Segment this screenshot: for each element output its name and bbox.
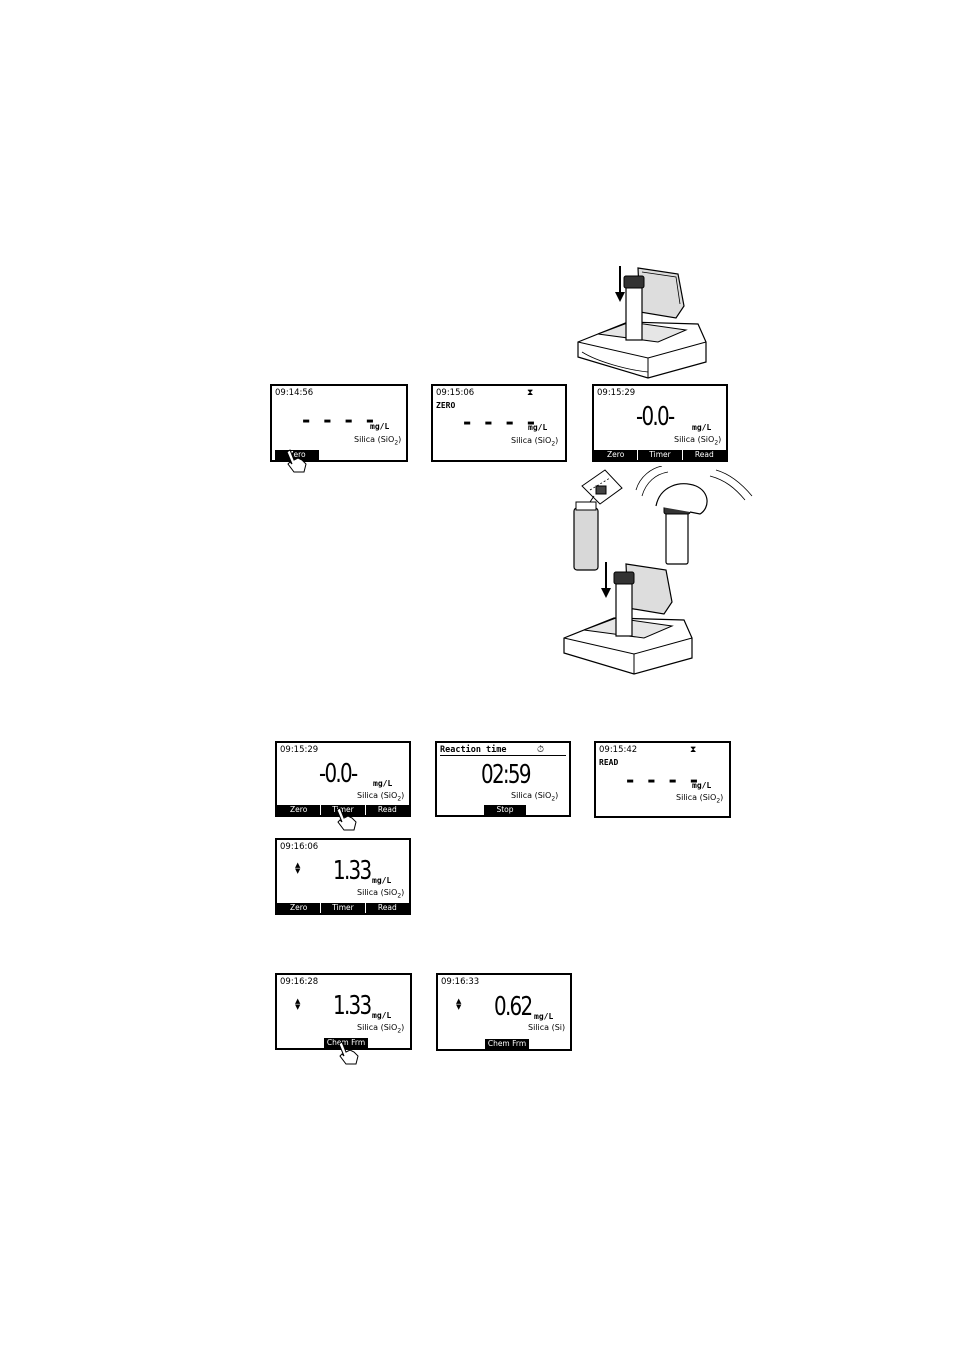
reading-value: -0.0- xyxy=(636,402,675,432)
display-screen-1: 09:14:56 - - - - mg/L Silica (SiO2) Zero xyxy=(270,384,408,462)
reading-value: 0.62 xyxy=(494,992,533,1022)
chem-frm-softkey[interactable]: Chem Frm xyxy=(323,1038,368,1048)
parameter-label: Silica (SiO2) xyxy=(511,436,559,448)
chem-frm-softkey[interactable]: Chem Frm xyxy=(484,1039,529,1049)
timer-softkey[interactable]: Timer xyxy=(320,805,365,815)
reaction-time-title: Reaction time xyxy=(440,745,507,755)
unit-label: mg/L xyxy=(370,422,390,431)
read-softkey[interactable]: Read xyxy=(681,450,726,460)
reading-dashes: - - - - xyxy=(463,410,539,434)
reading-dashes: - - - - xyxy=(302,408,378,432)
unit-label: mg/L xyxy=(372,876,392,885)
reagent-add-illustration xyxy=(573,466,753,571)
read-softkey[interactable]: Read xyxy=(364,903,409,913)
softkey-bar: Zero Timer Read xyxy=(594,450,726,460)
up-down-arrows-icon: ▲▼ xyxy=(295,997,301,1011)
read-softkey[interactable]: Read xyxy=(364,805,409,815)
reading-value: 1.33 xyxy=(333,991,372,1021)
display-screen-8: 09:16:28 ▲▼ 1.33 mg/L Silica (SiO2) Chem… xyxy=(275,973,412,1050)
parameter-label: Silica (SiO2) xyxy=(674,435,722,447)
display-screen-2: 09:15:06 ⧗ ZERO - - - - mg/L Silica (SiO… xyxy=(431,384,567,462)
reaction-timer-screen: Reaction time ⏱ 02:59 Silica (SiO2) Stop xyxy=(435,741,571,817)
unit-label: mg/L xyxy=(692,781,712,790)
instrument-insert-illustration xyxy=(577,266,707,379)
reading-value: 1.33 xyxy=(333,856,372,886)
display-screen-4: 09:15:29 -0.0- mg/L Silica (SiO2) Zero T… xyxy=(275,741,411,817)
state-label: READ xyxy=(599,758,619,767)
hourglass-icon: ⧗ xyxy=(527,388,534,398)
parameter-label: Silica (SiO2) xyxy=(357,791,405,803)
clock-time: 09:16:28 xyxy=(280,977,319,987)
clock-time: 09:16:06 xyxy=(280,842,319,852)
zero-softkey[interactable]: Zero xyxy=(277,903,321,913)
instrument-insert-illustration-2 xyxy=(563,562,693,675)
display-screen-3: 09:15:29 -0.0- mg/L Silica (SiO2) Zero T… xyxy=(592,384,728,462)
reading-dashes: - - - - xyxy=(626,768,702,792)
clock-time: 09:15:42 xyxy=(599,745,638,755)
state-label: ZERO xyxy=(436,401,456,410)
reading-value: -0.0- xyxy=(319,759,358,789)
title-divider xyxy=(440,755,566,756)
hand-pointer-icon xyxy=(338,1041,359,1065)
parameter-label: Silica (Si) xyxy=(528,1023,566,1032)
hand-pointer-icon xyxy=(336,807,357,831)
clock-time: 09:14:56 xyxy=(275,388,314,398)
clock-time: 09:15:29 xyxy=(280,745,319,755)
clock-time: 09:15:06 xyxy=(436,388,475,398)
hand-pointer-icon xyxy=(286,449,307,473)
display-screen-9: 09:16:33 ▲▼ 0.62 mg/L Silica (Si) Chem F… xyxy=(436,973,572,1051)
zero-softkey[interactable]: Zero xyxy=(277,805,321,815)
parameter-label: Silica (SiO2) xyxy=(357,1023,405,1035)
clock-time: 09:15:29 xyxy=(597,388,636,398)
unit-label: mg/L xyxy=(528,423,548,432)
softkey-bar: Zero Timer Read xyxy=(277,903,409,913)
timer-softkey[interactable]: Timer xyxy=(637,450,682,460)
parameter-label: Silica (SiO2) xyxy=(357,888,405,900)
timer-softkey[interactable]: Timer xyxy=(320,903,365,913)
softkey-bar: Zero Timer Read xyxy=(277,805,409,815)
unit-label: mg/L xyxy=(373,779,393,788)
zero-softkey[interactable]: Zero xyxy=(274,450,319,460)
unit-label: mg/L xyxy=(372,1011,392,1020)
countdown-value: 02:59 xyxy=(481,760,532,790)
display-screen-6: 09:15:42 ⧗ READ - - - - mg/L Silica (SiO… xyxy=(594,741,731,818)
parameter-label: Silica (SiO2) xyxy=(354,435,402,447)
hourglass-icon: ⧗ xyxy=(690,745,697,755)
stop-softkey[interactable]: Stop xyxy=(483,805,526,815)
clock-time: 09:16:33 xyxy=(441,977,480,987)
parameter-label: Silica (SiO2) xyxy=(511,791,559,803)
unit-label: mg/L xyxy=(534,1012,554,1021)
stopwatch-icon: ⏱ xyxy=(537,745,545,755)
display-screen-7: 09:16:06 ▲▼ 1.33 mg/L Silica (SiO2) Zero… xyxy=(275,838,411,915)
up-down-arrows-icon: ▲▼ xyxy=(295,861,301,875)
zero-softkey[interactable]: Zero xyxy=(594,450,638,460)
unit-label: mg/L xyxy=(692,423,712,432)
parameter-label: Silica (SiO2) xyxy=(676,793,724,805)
up-down-arrows-icon: ▲▼ xyxy=(456,997,462,1011)
